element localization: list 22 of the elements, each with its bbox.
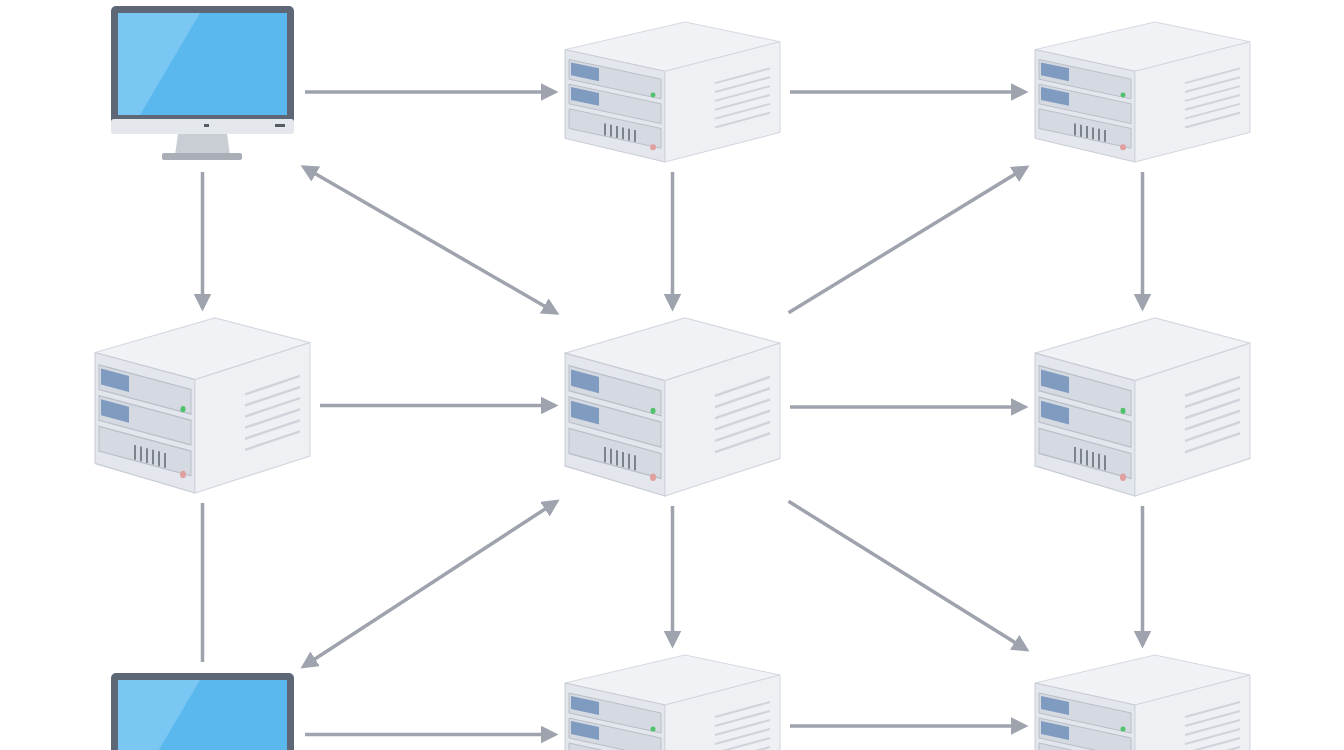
arrow <box>790 398 1029 416</box>
arrow <box>790 717 1029 735</box>
arrow <box>320 396 559 415</box>
connector-line <box>200 503 205 662</box>
server-icon <box>95 318 310 493</box>
server-icon <box>1035 318 1250 496</box>
server-icon <box>1035 22 1250 162</box>
arrow <box>300 165 560 315</box>
arrow <box>193 172 212 312</box>
arrow <box>663 506 682 649</box>
arrow <box>1133 172 1152 312</box>
server-icon <box>565 22 780 162</box>
arrow <box>305 725 559 744</box>
arrow <box>1133 506 1152 649</box>
arrow <box>787 499 1030 652</box>
arrow <box>300 499 560 669</box>
arrow <box>790 83 1029 101</box>
arrow <box>663 172 682 312</box>
arrow <box>787 165 1030 315</box>
arrow <box>305 83 559 101</box>
server-icon <box>565 318 780 496</box>
monitor-icon <box>110 5 295 162</box>
